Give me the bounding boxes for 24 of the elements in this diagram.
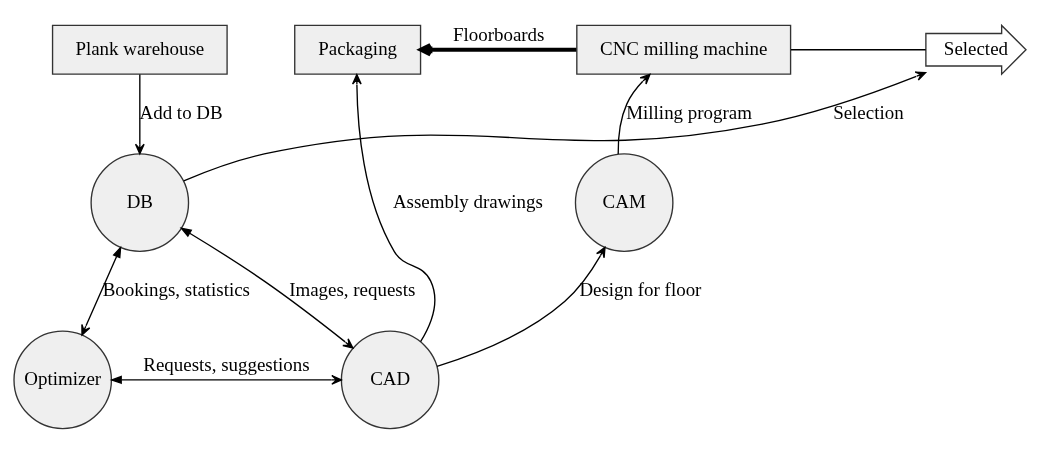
connector: [790, 48, 927, 50]
arrow: [418, 42, 577, 56]
edge-label: Selection: [833, 101, 904, 123]
edge-label: Images, requests: [289, 278, 416, 300]
node-box: CNC milling machine: [576, 24, 792, 75]
arrow: [81, 245, 122, 336]
edge-label: Assembly drawings: [392, 190, 543, 212]
arrow: [109, 374, 342, 385]
node-box: Plank warehouse: [51, 24, 228, 75]
node-box: Packaging: [294, 24, 422, 75]
edge-label: Milling program: [626, 101, 752, 123]
edge-label: Design for floor: [579, 278, 702, 300]
arrow: [134, 73, 145, 154]
arrow: [617, 73, 651, 155]
arrow: [183, 71, 927, 181]
arrow: [179, 226, 354, 349]
node-circle: DB: [90, 152, 190, 252]
arrow: [351, 73, 436, 342]
node-circle: Optimizer: [13, 330, 113, 429]
edge-label: Requests, suggestions: [143, 353, 310, 375]
arrow: [436, 246, 606, 367]
node-circle: CAM: [574, 152, 674, 252]
edge-label: Bookings, statistics: [102, 278, 251, 300]
edge-label: Floorboards: [452, 23, 545, 45]
